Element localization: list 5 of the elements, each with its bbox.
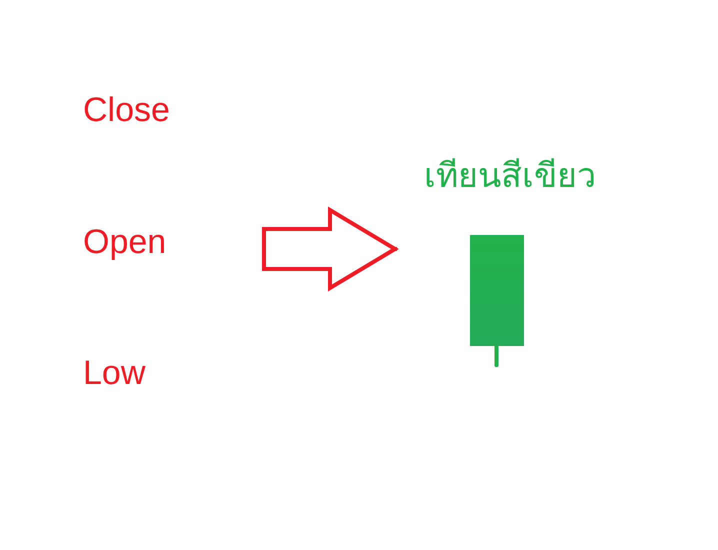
price-label: Open — [83, 225, 166, 259]
candle-title: เทียนสีเขียว — [423, 156, 597, 197]
price-label: Low — [83, 356, 146, 390]
price-label: Close — [83, 93, 170, 127]
block-arrow — [262, 208, 397, 290]
